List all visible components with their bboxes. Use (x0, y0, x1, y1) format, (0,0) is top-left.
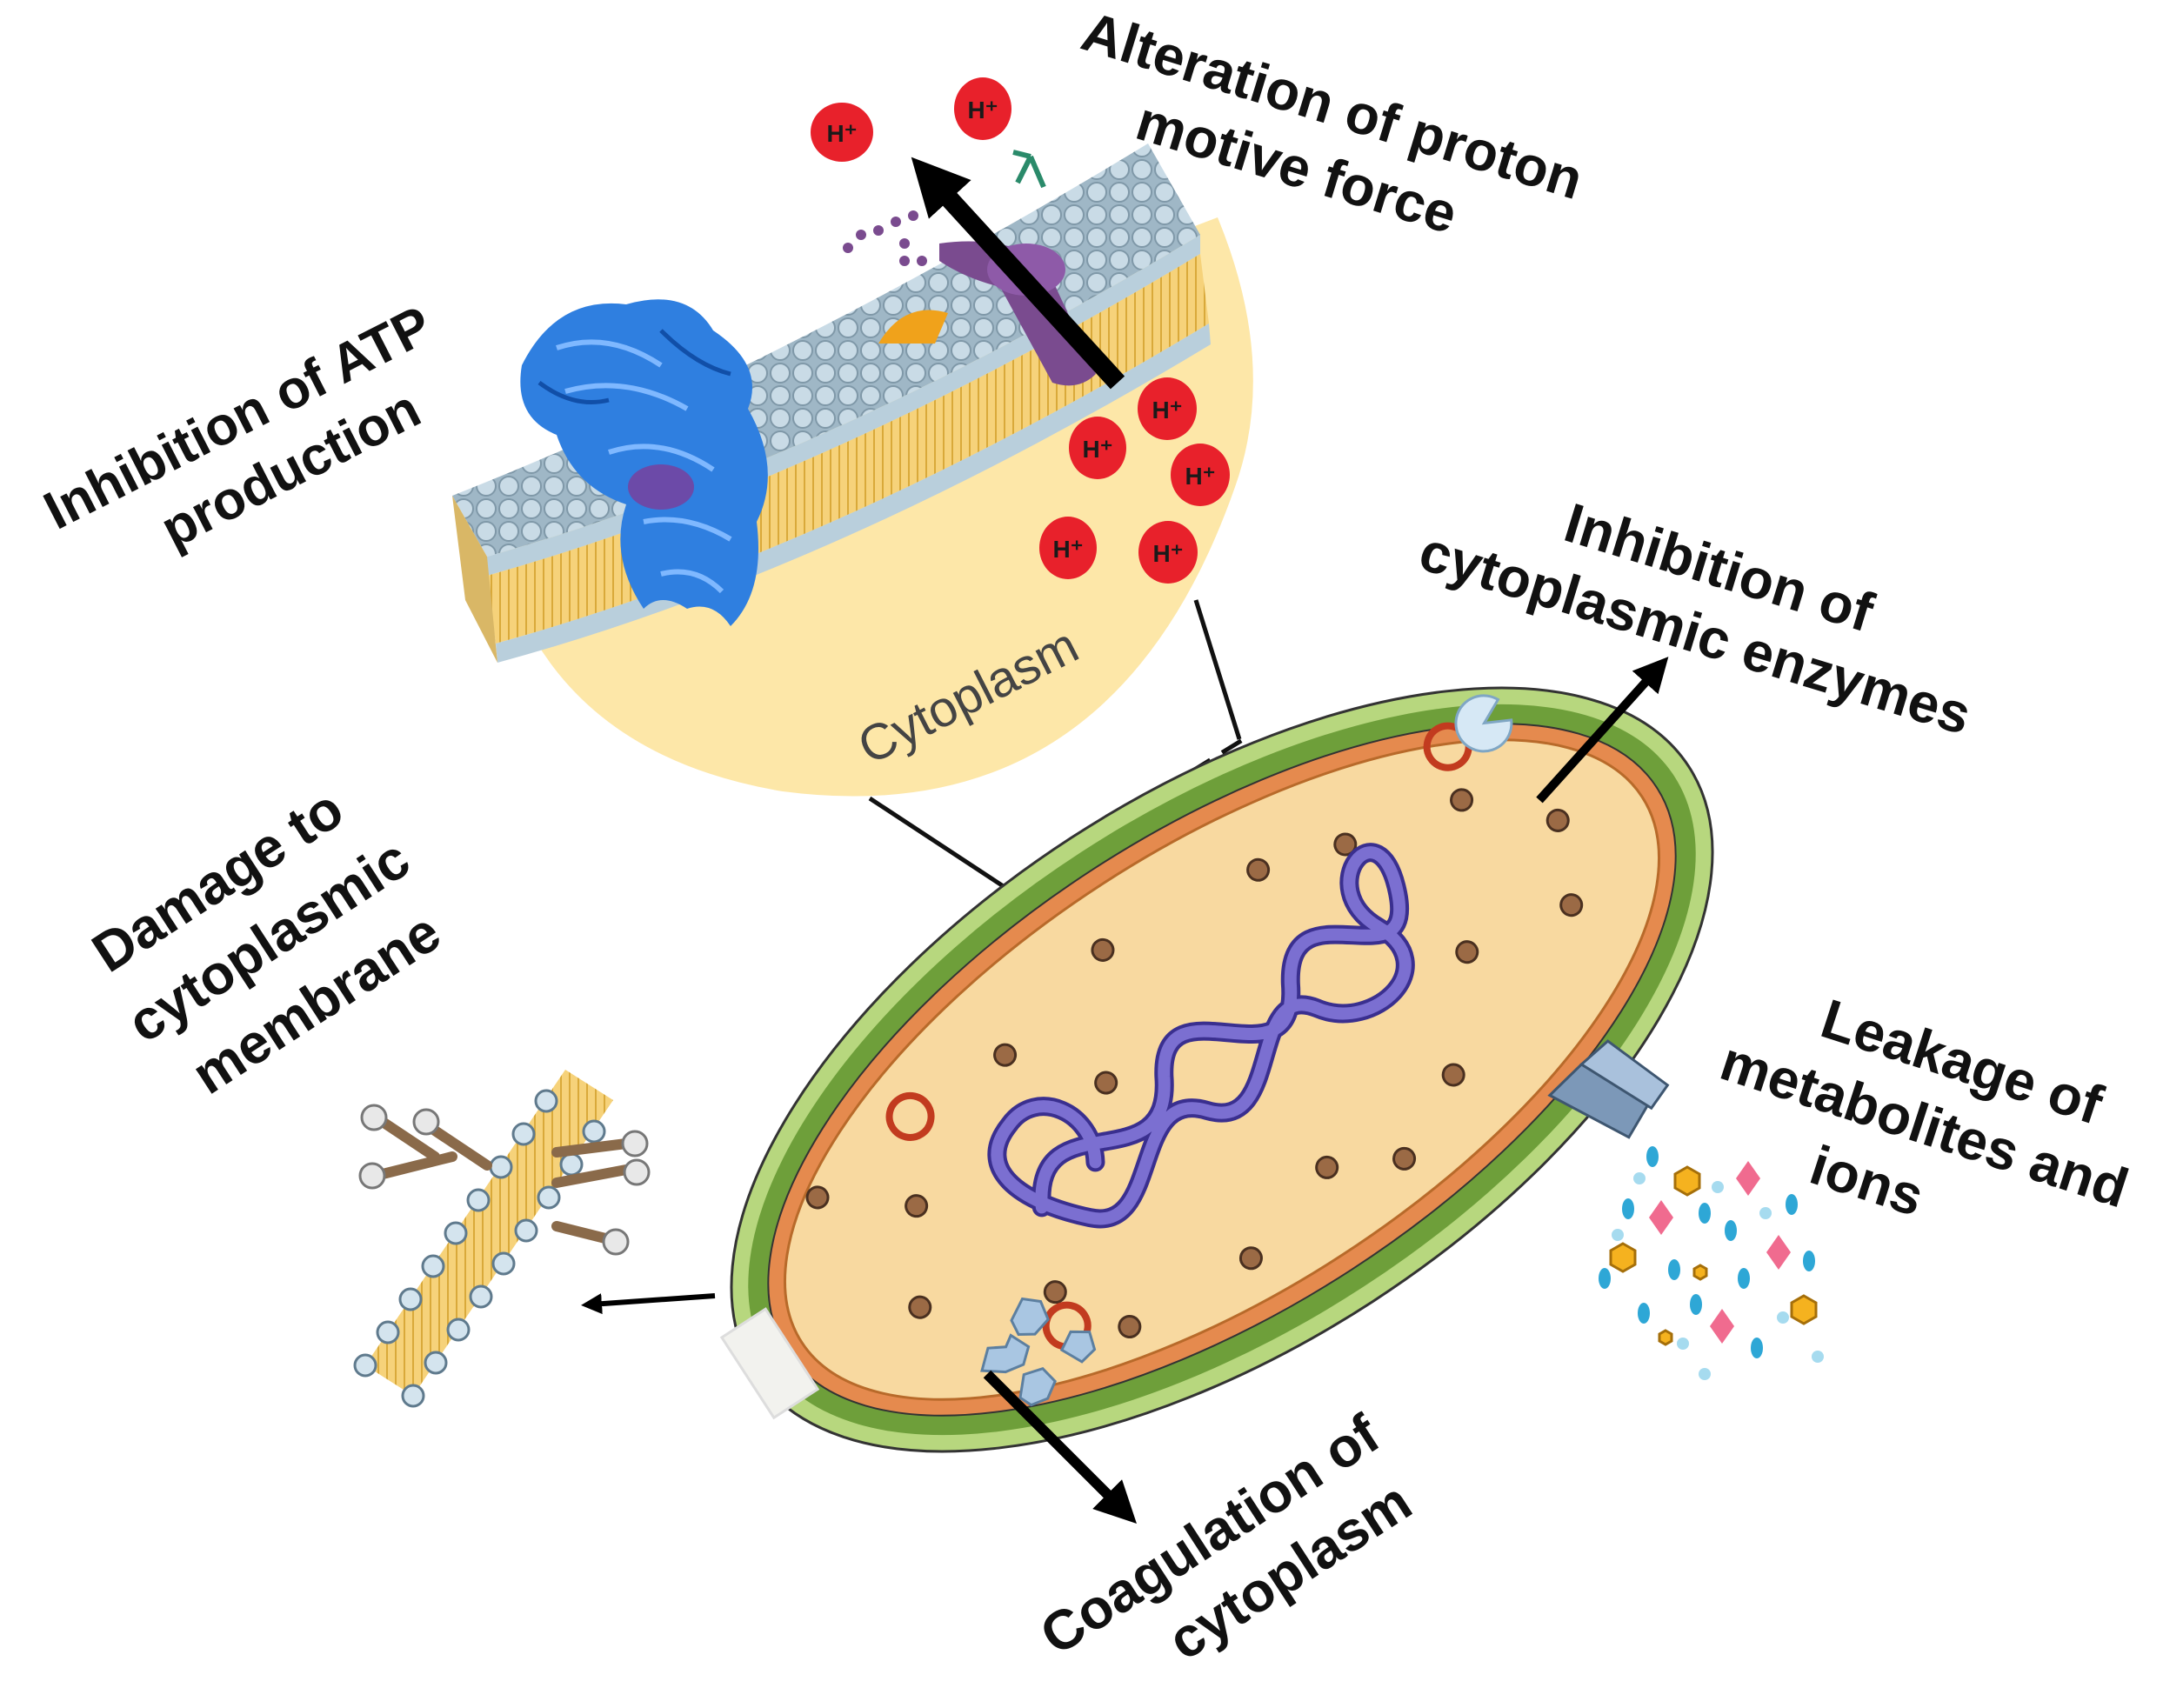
ion-dots (1599, 1146, 1815, 1358)
ribosomes (805, 788, 1584, 1339)
bacterial-cell (719, 686, 1714, 1453)
membrane-upper-heads (487, 235, 1200, 576)
proton-ion: H⁺ (1138, 377, 1197, 440)
proton-ion: H⁺ (954, 77, 1011, 140)
label-atp-production: Inhibition of ATP production (35, 295, 441, 560)
label-coagulation: Coagulation of cytoplasm (1029, 1402, 1422, 1672)
label-leakage: Leakage of metabolites and ions (1713, 987, 2136, 1228)
arrow-to-damaged-membrane (581, 1293, 716, 1315)
proton-motive-arrow (911, 157, 1125, 390)
damaged-membrane-fragment (353, 1070, 651, 1408)
label-membrane-damage: Damage to cytoplasmic membrane (81, 777, 451, 1106)
membrane-damage-patch (719, 1307, 820, 1420)
proton-ion: H⁺ (1069, 417, 1126, 479)
green-glycan (1012, 150, 1046, 189)
proton-ion: H⁺ (1039, 517, 1097, 579)
protons: H⁺ H⁺ H⁺ H⁺ H⁺ H⁺ (811, 77, 1230, 584)
glycan-chains (843, 210, 927, 266)
cell-interior (784, 738, 1660, 1401)
proton-label: H⁺ (968, 97, 998, 123)
proton-label: H⁺ (1053, 536, 1084, 563)
dna-nucleoid-highlight (991, 846, 1412, 1225)
leaked-metabolites (1599, 1146, 1824, 1380)
membrane-left-side (452, 496, 497, 663)
orange-membrane-protein (878, 310, 948, 344)
proton-label: H⁺ (827, 120, 858, 147)
ion-diamonds (1649, 1161, 1791, 1344)
cytoplasmic-enzyme (1454, 694, 1513, 753)
proton-label: H⁺ (1152, 397, 1183, 424)
arrow-to-coagulation-label (983, 1370, 1137, 1524)
proton-label: H⁺ (1083, 436, 1113, 463)
leak-channel (1547, 1039, 1670, 1139)
coagulated-proteins (980, 1297, 1097, 1407)
proton-ion: H⁺ (811, 103, 873, 162)
proton-ion: H⁺ (1171, 444, 1230, 506)
membrane-lower-heads (496, 324, 1211, 663)
zoom-panel: H⁺ H⁺ H⁺ H⁺ H⁺ H⁺ (452, 77, 1253, 797)
proton-label: H⁺ (1153, 540, 1184, 567)
proton-label: H⁺ (1185, 463, 1216, 490)
arrow-to-enzymes-label (1536, 657, 1669, 804)
atp-synthase-protein (520, 299, 768, 626)
metabolite-hexagons (1609, 1165, 1818, 1346)
proton-ion: H⁺ (1138, 521, 1198, 584)
ion-dots-light (1612, 1172, 1824, 1380)
